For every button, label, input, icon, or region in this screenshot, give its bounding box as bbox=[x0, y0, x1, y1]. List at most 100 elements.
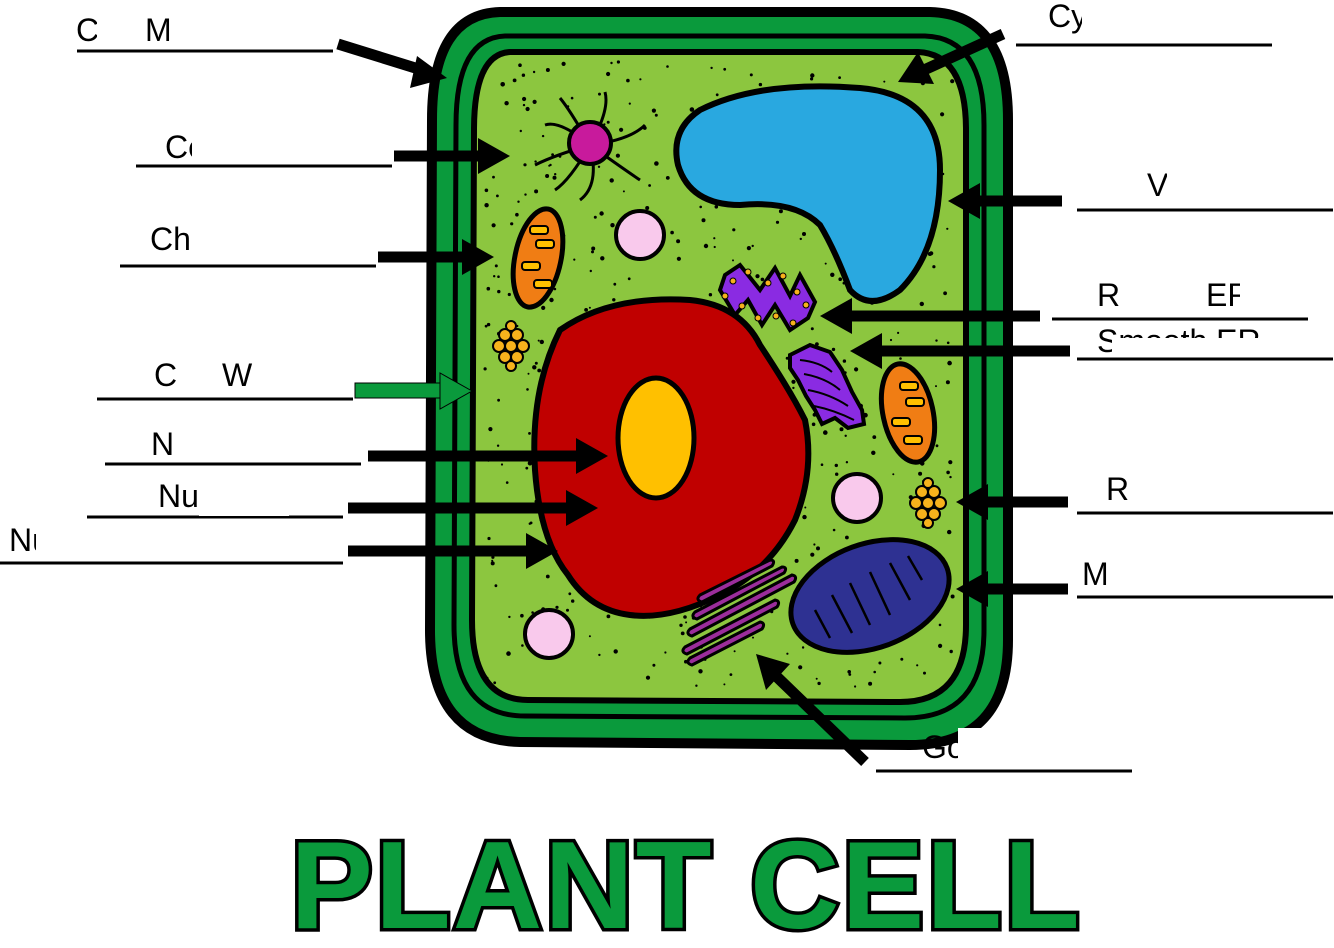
cytoplasm-dot bbox=[485, 676, 489, 681]
cytoplasm-dot bbox=[854, 685, 857, 688]
cytoplasm-dot bbox=[810, 552, 815, 557]
cytoplasm-dot bbox=[483, 367, 487, 371]
cytoplasm-dot bbox=[685, 621, 688, 624]
cytoplasm-dot bbox=[699, 205, 702, 209]
cytoplasm-dot bbox=[732, 228, 736, 232]
label-cytoplasm: Cy bbox=[1048, 0, 1087, 34]
cytoplasm-dot bbox=[845, 461, 849, 464]
cytoplasm-dot bbox=[627, 277, 631, 281]
cytoplasm-dot bbox=[918, 471, 923, 476]
cytoplasm-dot bbox=[746, 246, 752, 251]
cytoplasm-dot bbox=[505, 481, 509, 484]
cytoplasm-dot bbox=[802, 232, 806, 236]
arrow bbox=[898, 28, 1006, 84]
cytoplasm-dot bbox=[732, 259, 734, 262]
chloroplast bbox=[510, 206, 566, 310]
cytoplasm-dot bbox=[645, 675, 651, 680]
cytoplasm-dot bbox=[804, 506, 807, 509]
cytoplasm-dot bbox=[552, 175, 557, 180]
cytoplasm-dot bbox=[938, 643, 943, 649]
cytoplasm-dot bbox=[664, 651, 667, 654]
cytoplasm-dot bbox=[500, 463, 504, 466]
mitochondrion bbox=[788, 537, 952, 655]
cytoplasm-dot bbox=[729, 673, 733, 676]
cytoplasm-dot bbox=[504, 101, 509, 106]
cytoplasm-dot bbox=[666, 65, 669, 68]
cytoplasm-dot bbox=[598, 653, 601, 657]
cytoplasm-dot bbox=[527, 460, 533, 466]
cytoplasm-dot bbox=[940, 112, 945, 117]
cytoplasm-dot bbox=[616, 60, 621, 64]
cytoplasm-dot bbox=[751, 244, 754, 248]
cytoplasm-dot bbox=[537, 339, 540, 342]
smooth-er-folds bbox=[799, 359, 855, 421]
cytoplasm-dot bbox=[626, 78, 630, 83]
label-masks bbox=[36, 0, 1307, 768]
cytoplasm-dot bbox=[689, 107, 695, 112]
diagram-title: PLANT CELL bbox=[290, 817, 1082, 948]
cytoplasm-dot bbox=[832, 528, 836, 532]
cytoplasm-dot bbox=[680, 631, 685, 636]
cytoplasm-dot bbox=[545, 174, 550, 178]
smooth-er bbox=[788, 342, 867, 431]
arrow bbox=[820, 298, 1040, 334]
cytoplasm-dot bbox=[871, 450, 876, 455]
cytoplasm-dot bbox=[847, 670, 851, 674]
cytoplasm-dot bbox=[683, 615, 687, 619]
cytoplasm-dot bbox=[541, 305, 546, 310]
cytoplasm-dot bbox=[810, 327, 814, 331]
cytoplasm-dot bbox=[610, 61, 613, 65]
cytoplasm-dot bbox=[723, 683, 726, 686]
cytoplasm-dot bbox=[517, 200, 520, 203]
cytoplasm-dot bbox=[570, 96, 574, 100]
cytoplasm-dot bbox=[493, 275, 496, 278]
cytoplasm-dot bbox=[758, 82, 763, 87]
vesicle bbox=[831, 472, 883, 524]
cytoplasm-dot bbox=[571, 599, 575, 603]
cytoplasm-dot bbox=[703, 243, 709, 249]
cytoplasm-dot bbox=[799, 237, 802, 241]
cytoplasm-dot bbox=[892, 473, 895, 476]
nucleolus bbox=[615, 375, 697, 501]
cytoplasm-dot bbox=[848, 673, 852, 676]
golgi-apparatus bbox=[681, 558, 798, 667]
cytoplasm-dot bbox=[599, 211, 604, 216]
cytoplasm-dot bbox=[950, 79, 955, 84]
cytoplasm-dot bbox=[749, 73, 753, 77]
cytoplasm-dot bbox=[652, 663, 656, 667]
cytoplasm-dot bbox=[816, 546, 820, 551]
cytoplasm-dot bbox=[932, 265, 936, 269]
cytoplasm-dot bbox=[947, 529, 952, 535]
cytoplasm-dot bbox=[534, 189, 539, 194]
cytoplasm-dot bbox=[873, 670, 876, 674]
cytoplasm-dot bbox=[484, 188, 489, 193]
cytoplasm-dot bbox=[522, 96, 527, 102]
cytoplasm-dot bbox=[525, 466, 529, 470]
cytoplasm-dot bbox=[868, 681, 873, 686]
label-ribosome: R bbox=[1106, 471, 1129, 507]
cytoplasm-dot bbox=[639, 78, 642, 81]
cytoplasm-dot bbox=[943, 291, 947, 296]
cytoplasm-dot bbox=[794, 558, 799, 563]
ribosome-cluster bbox=[492, 320, 530, 372]
cytoplasm-dot bbox=[615, 153, 621, 158]
cytoplasm-dot bbox=[549, 163, 552, 167]
label-golgi: Go bbox=[922, 729, 965, 765]
cytoplasm-dot bbox=[510, 222, 514, 226]
cytoplasm-dot bbox=[609, 178, 614, 183]
cytoplasm-dot bbox=[949, 649, 953, 654]
cytoplasm-dot bbox=[539, 339, 544, 345]
cytoplasm-dot bbox=[606, 614, 611, 619]
cytoplasm-dot bbox=[610, 223, 615, 228]
cytoplasm-dot bbox=[810, 73, 815, 78]
cytoplasm-dot bbox=[545, 574, 550, 579]
cytoplasm-dot bbox=[521, 73, 526, 77]
arrow bbox=[956, 571, 1068, 607]
cytoplasm-dot bbox=[591, 250, 594, 254]
cytoplasm-dot bbox=[645, 206, 650, 210]
cytoplasm-dot bbox=[830, 272, 835, 277]
cytoplasm-dot bbox=[839, 427, 844, 432]
cytoplasm-dot bbox=[526, 388, 529, 391]
cytoplasm-dot bbox=[811, 422, 816, 427]
